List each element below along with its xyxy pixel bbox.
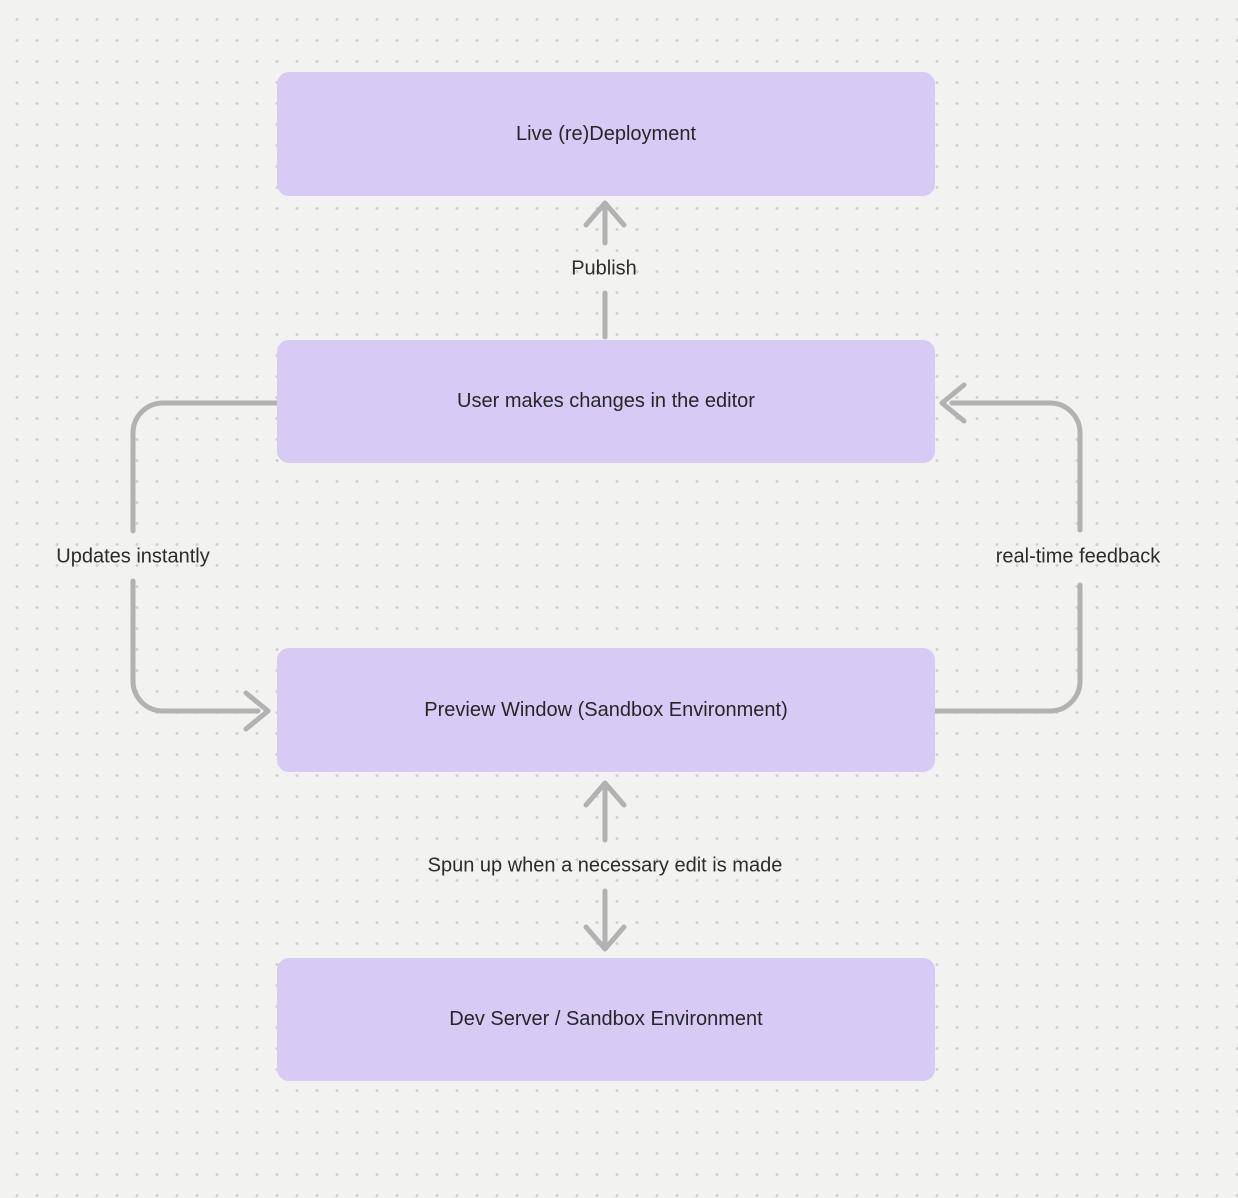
edge-label-updates-instantly: Updates instantly <box>56 545 210 568</box>
node-preview-window: Preview Window (Sandbox Environment) <box>277 648 935 772</box>
node-live-redeployment-label: Live (re)Deployment <box>515 122 697 145</box>
node-dev-server: Dev Server / Sandbox Environment <box>277 958 935 1081</box>
node-preview-window-label: Preview Window (Sandbox Environment) <box>424 698 788 721</box>
edge-label-publish: Publish <box>571 257 637 280</box>
edge-label-real-time-feedback: real-time feedback <box>995 545 1161 568</box>
edge-label-spun-up: Spun up when a necessary edit is made <box>427 854 783 877</box>
node-user-editor-label: User makes changes in the editor <box>457 390 755 412</box>
node-user-editor: User makes changes in the editor <box>277 340 935 463</box>
node-dev-server-label: Dev Server / Sandbox Environment <box>449 1008 763 1030</box>
node-live-redeployment: Live (re)Deployment <box>277 72 935 196</box>
